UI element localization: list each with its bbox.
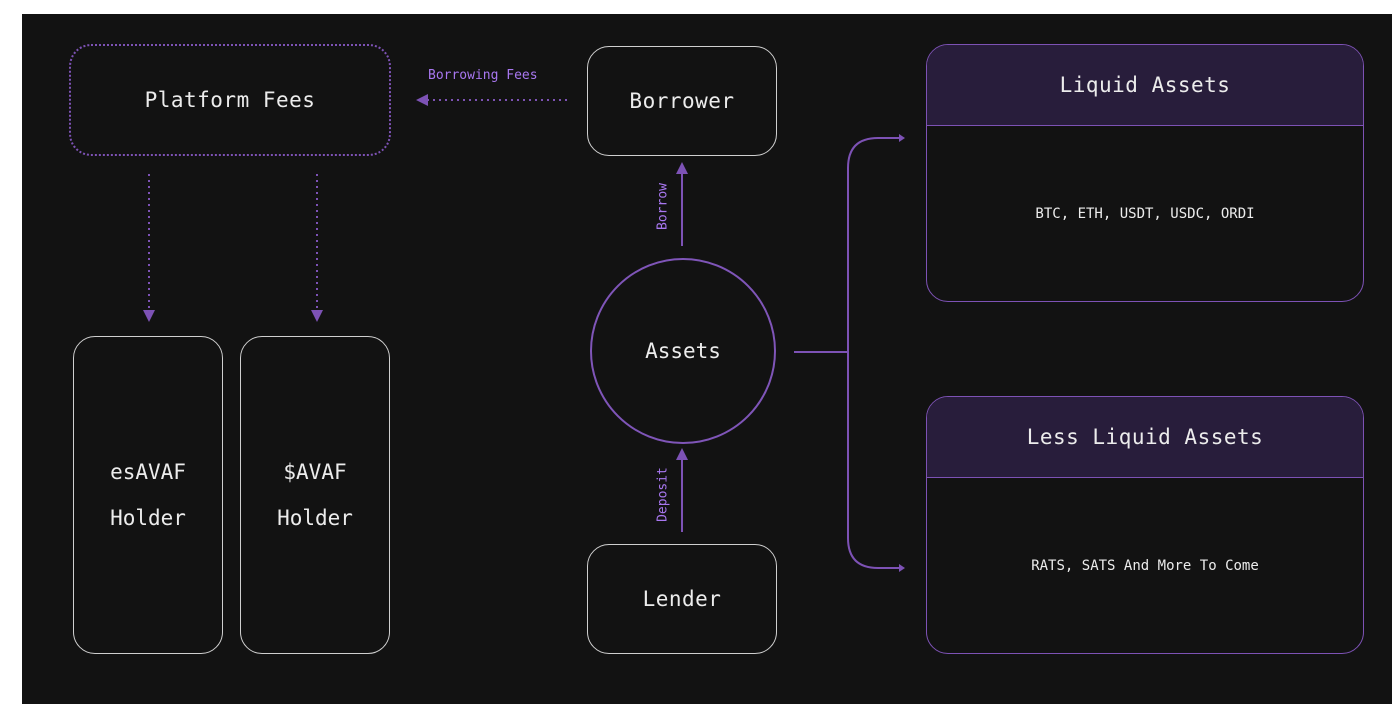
less-liquid-assets-title: Less Liquid Assets xyxy=(927,397,1363,478)
esavaf-holder-line2: Holder xyxy=(110,506,186,530)
esavaf-holder-line1: esAVAF xyxy=(110,460,186,484)
less-liquid-assets-panel: Less Liquid Assets RATS, SATS And More T… xyxy=(926,396,1364,654)
esavaf-holder-node: esAVAF Holder xyxy=(73,336,223,654)
deposit-label: Deposit xyxy=(655,467,671,522)
platform-fees-node: Platform Fees xyxy=(69,44,391,156)
avaf-holder-line2: Holder xyxy=(277,506,353,530)
lender-label: Lender xyxy=(642,587,722,611)
connector-lines xyxy=(143,94,905,572)
liquid-assets-panel: Liquid Assets BTC, ETH, USDT, USDC, ORDI xyxy=(926,44,1364,302)
avaf-holder-node: $AVAF Holder xyxy=(240,336,390,654)
borrow-label: Borrow xyxy=(655,183,671,230)
bracket-top-arrow-head xyxy=(899,134,905,142)
lender-node: Lender xyxy=(587,544,777,654)
liquid-assets-list: BTC, ETH, USDT, USDC, ORDI xyxy=(1035,206,1255,222)
borrower-node: Borrower xyxy=(587,46,777,156)
assets-node: Assets xyxy=(590,258,776,444)
liquid-assets-title: Liquid Assets xyxy=(927,45,1363,126)
assets-bracket xyxy=(847,137,899,569)
less-liquid-assets-list: RATS, SATS And More To Come xyxy=(1031,558,1259,574)
borrowing-fees-label: Borrowing Fees xyxy=(428,68,538,83)
assets-label: Assets xyxy=(645,339,721,363)
platform-fees-label: Platform Fees xyxy=(144,88,316,112)
borrower-label: Borrower xyxy=(629,89,735,113)
bracket-bottom-arrow-head xyxy=(899,564,905,572)
avaf-holder-line1: $AVAF xyxy=(283,460,347,484)
diagram-canvas: Platform Fees Borrowing Fees Borrower Bo… xyxy=(22,14,1392,704)
